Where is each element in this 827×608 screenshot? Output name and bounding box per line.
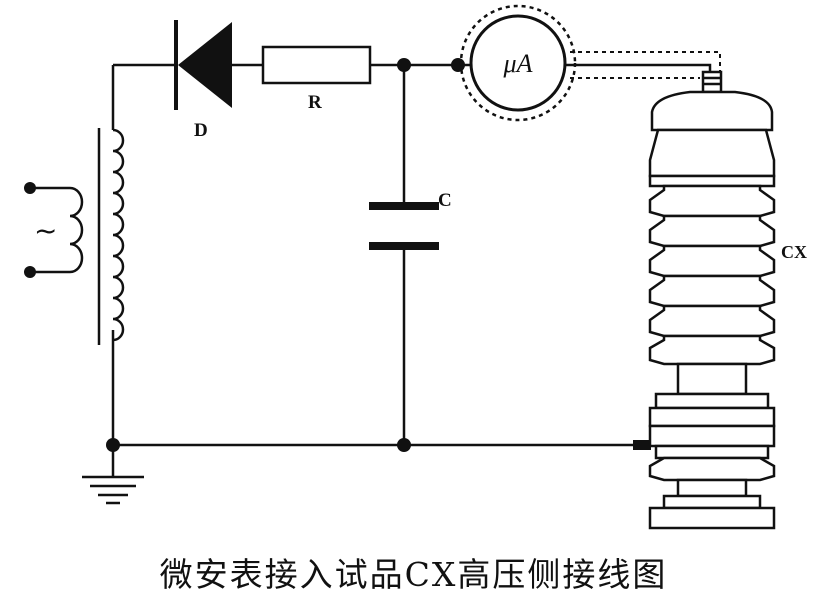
- diagram-caption: 微安表接入试品CX高压侧接线图: [159, 555, 668, 594]
- junction-bottom-mid: [397, 438, 411, 452]
- microammeter: μA: [459, 4, 577, 122]
- junction-top: [397, 58, 411, 72]
- input-terminal-bottom: [24, 266, 36, 278]
- specimen-ground-tab: [633, 440, 651, 450]
- transformer-secondary-coil: [112, 128, 125, 342]
- specimen-insulator: [648, 70, 776, 530]
- transformer-primary-coil: [30, 186, 84, 274]
- meter-shield: [459, 4, 577, 122]
- meter-label: μA: [503, 49, 533, 78]
- capacitor-label: C: [438, 190, 452, 211]
- junction-bottom-left: [106, 438, 120, 452]
- ac-symbol: ~: [34, 214, 57, 247]
- resistor-label: R: [308, 92, 322, 113]
- ground-icon: [82, 475, 144, 505]
- input-terminal-top: [24, 182, 36, 194]
- circuit-diagram: ~ D R C μA: [24, 4, 807, 530]
- ac-source: ~: [24, 182, 84, 278]
- specimen-label: CX: [781, 242, 807, 262]
- junction-meter-input: [451, 58, 465, 72]
- meter-body: [469, 14, 567, 112]
- diode: [174, 20, 232, 110]
- shielded-lead: [565, 51, 721, 79]
- diode-label: D: [194, 120, 208, 141]
- capacitor: [369, 202, 439, 250]
- resistor: [261, 45, 372, 85]
